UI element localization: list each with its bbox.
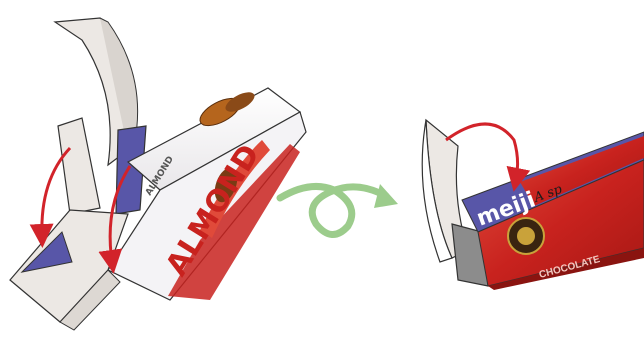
left-side-flap	[57, 117, 101, 215]
box-front-face-red	[477, 159, 644, 287]
right-closed-box: meiji A sp CHOCOLATE	[421, 118, 644, 290]
left-open-box: ALMOND ALMOND	[9, 17, 307, 331]
tray-purple-flap	[20, 231, 73, 273]
box-bottom-tray	[9, 209, 129, 323]
right-purple-flap	[115, 125, 147, 215]
close-arrow	[445, 122, 531, 192]
rotate-loop-arrow	[276, 182, 398, 238]
fold-arrow-left	[29, 146, 72, 248]
loop-arrow-head	[374, 184, 398, 208]
fold-arrow-right	[98, 165, 132, 274]
